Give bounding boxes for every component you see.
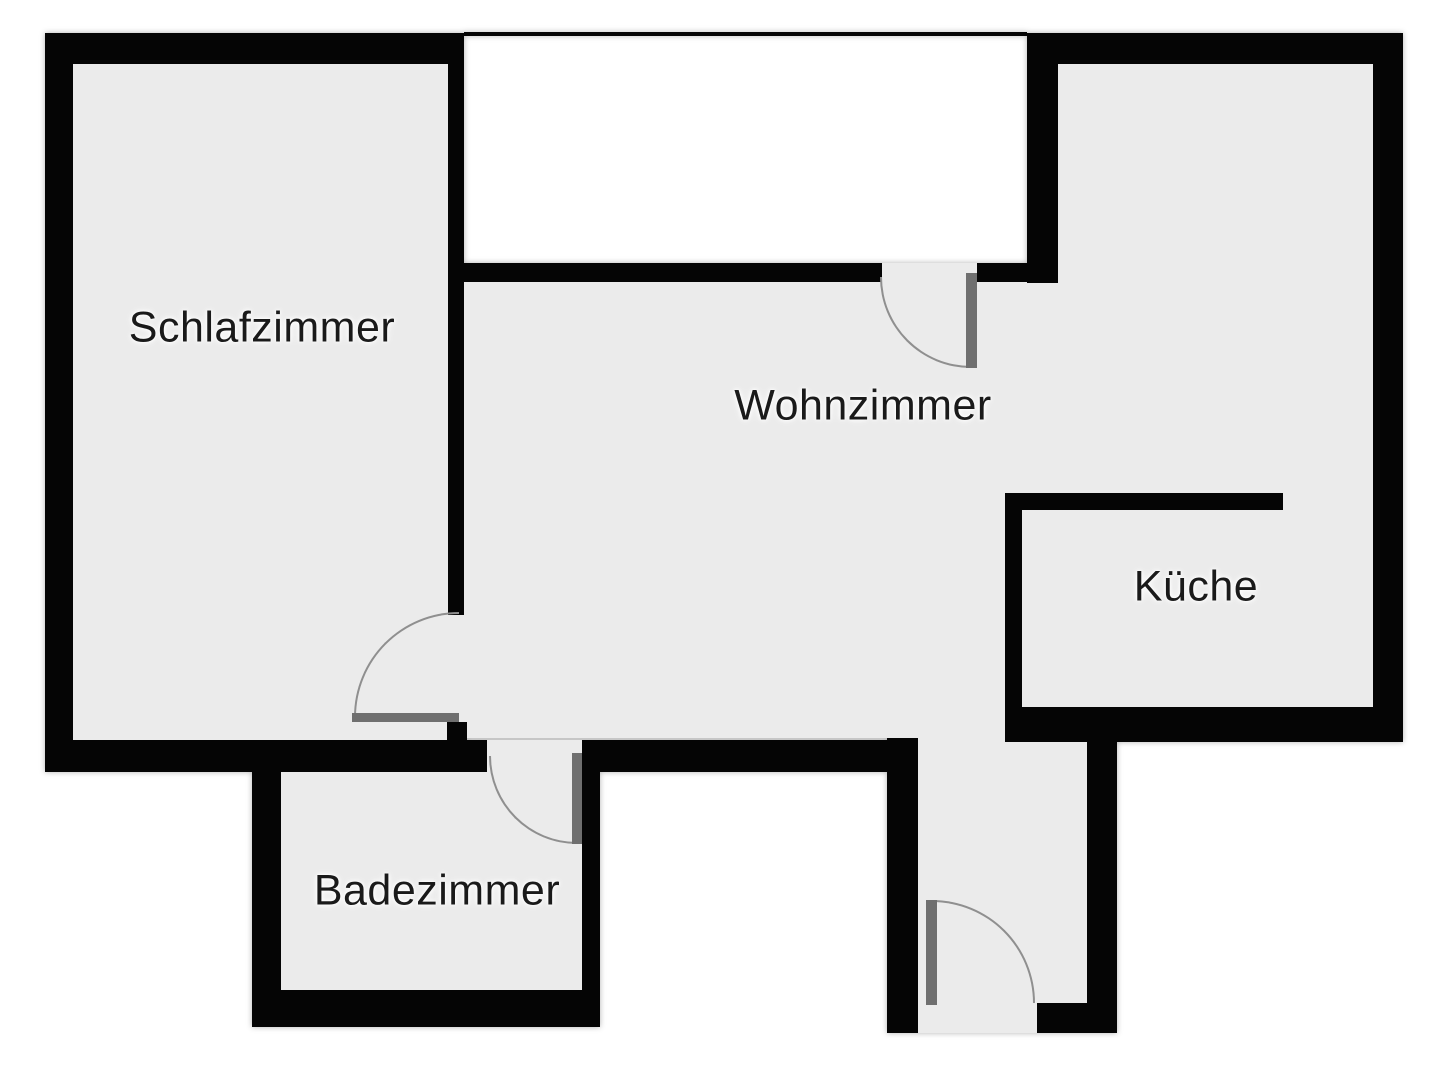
wohnzimmer-upper-right-floor bbox=[1058, 64, 1373, 282]
wall-corridor-right bbox=[1087, 742, 1117, 1033]
wall-wohnzimmer-bottom bbox=[582, 740, 918, 772]
wall-notch-bottom-left bbox=[464, 263, 882, 282]
wohnzimmer-main-floor bbox=[464, 282, 1373, 738]
room-label-kueche: Küche bbox=[1133, 562, 1259, 611]
door-leaf-notch bbox=[966, 273, 977, 368]
wall-badezimmer-right bbox=[582, 772, 600, 990]
wall-schlafzimmer-right bbox=[448, 33, 464, 615]
door-leaf-badezimmer bbox=[572, 753, 582, 844]
wall-badezimmer-left bbox=[252, 772, 281, 1027]
room-label-schlafzimmer: Schlafzimmer bbox=[128, 303, 396, 352]
wall-outer-top-right bbox=[1027, 33, 1403, 64]
room-label-wohnzimmer: Wohnzimmer bbox=[734, 381, 992, 430]
wall-schlafzimmer-bottom bbox=[45, 740, 487, 772]
wall-corridor-bottom bbox=[1037, 1003, 1117, 1033]
door-leaf-entrance bbox=[926, 900, 937, 1005]
wall-notch-right bbox=[1027, 33, 1058, 283]
wall-kueche-top bbox=[1005, 493, 1283, 510]
door-opening-entrance bbox=[918, 1003, 1037, 1033]
wall-schlafzimmer-door-stub bbox=[447, 722, 467, 740]
wall-notch-top-line bbox=[464, 32, 1027, 36]
room-label-badezimmer: Badezimmer bbox=[313, 866, 561, 915]
wall-outer-left bbox=[45, 33, 73, 772]
wall-kueche-bottom bbox=[1005, 707, 1403, 742]
wall-badezimmer-bottom bbox=[252, 990, 600, 1027]
door-leaf-schlafzimmer bbox=[352, 713, 459, 722]
schlafzimmer-floor bbox=[73, 64, 448, 740]
wall-kueche-left bbox=[1005, 493, 1022, 742]
wall-outer-top-left bbox=[45, 33, 464, 64]
wall-outer-right bbox=[1373, 33, 1403, 742]
wall-corridor-left bbox=[887, 738, 918, 1033]
